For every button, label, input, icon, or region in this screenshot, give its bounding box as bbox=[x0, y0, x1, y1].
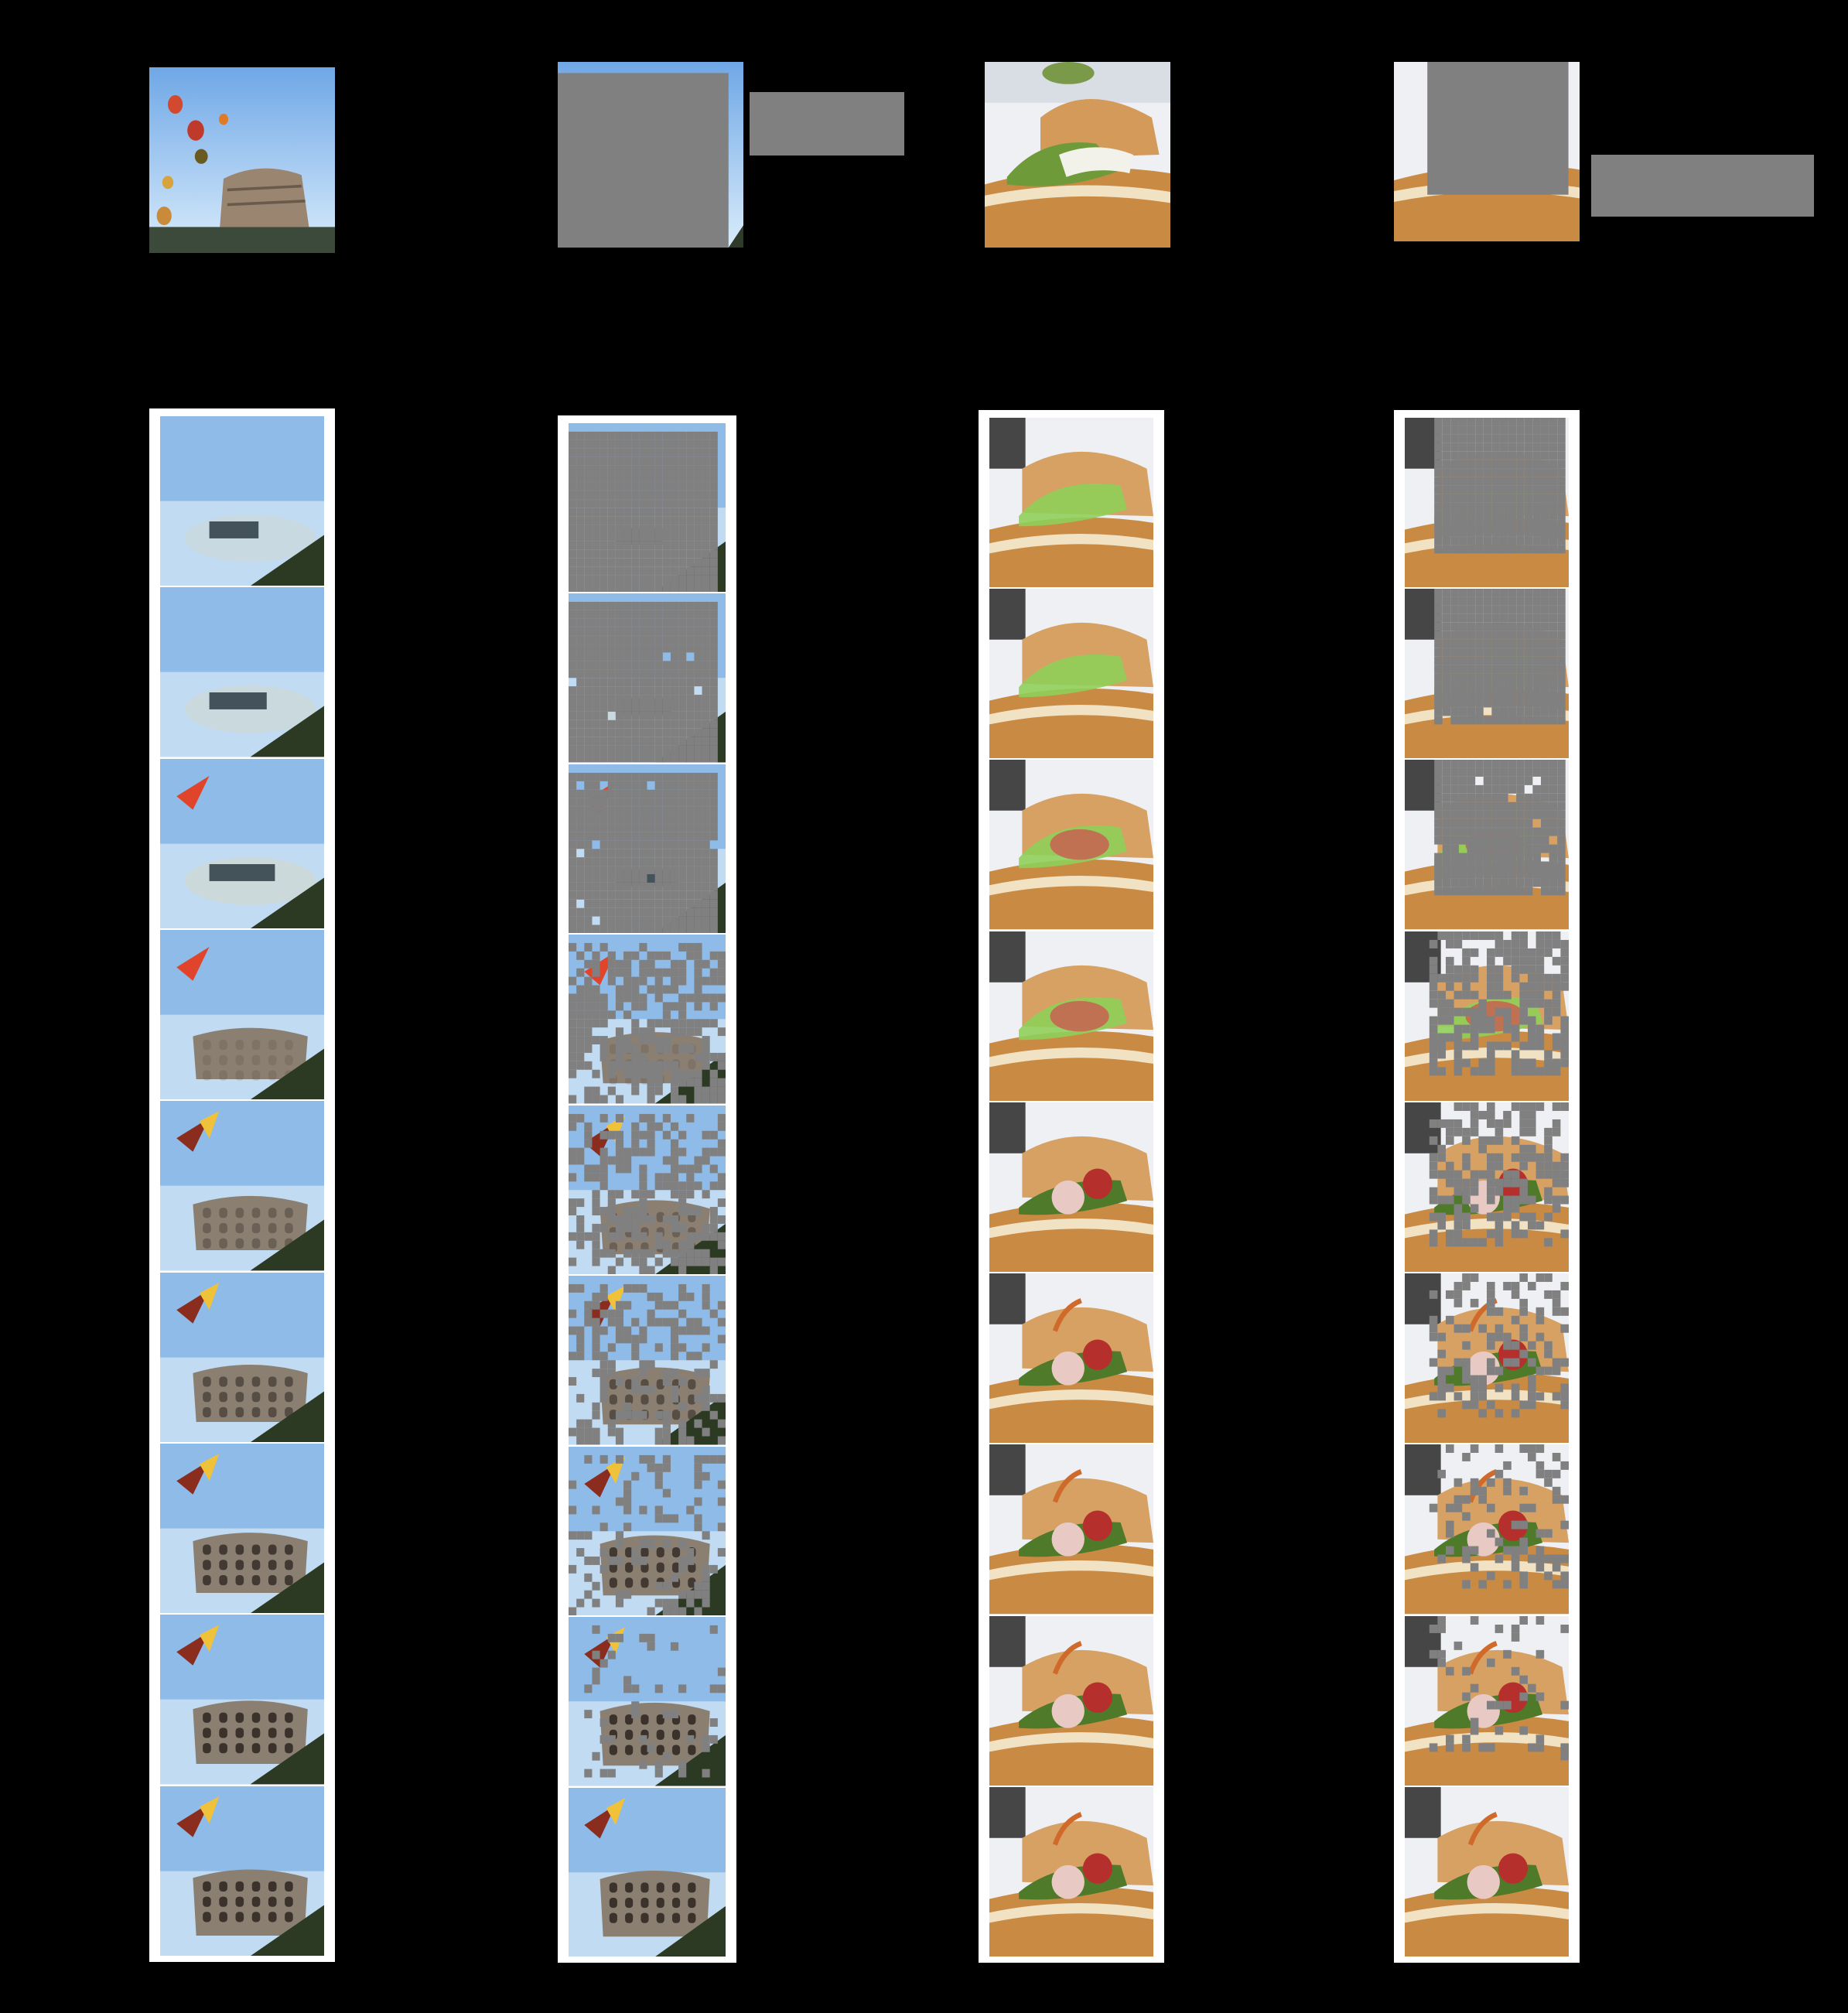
masked-prompt-placeholder-bread bbox=[1591, 155, 1814, 217]
denoising-step-frame bbox=[160, 1786, 324, 1957]
denoising-step-frame bbox=[989, 1786, 1153, 1958]
progression-strip-bread bbox=[979, 410, 1164, 1963]
step-image bbox=[989, 1786, 1153, 1957]
step-image bbox=[160, 1101, 324, 1271]
masked-prompt-placeholder-colosseum bbox=[750, 92, 904, 156]
denoising-step-frame bbox=[569, 1787, 726, 1958]
source-image-colosseum-masked bbox=[558, 62, 743, 248]
denoising-step-frame bbox=[989, 1444, 1153, 1616]
denoising-step-frame bbox=[569, 423, 726, 594]
denoising-step-frame bbox=[989, 1273, 1153, 1445]
step-image bbox=[569, 1105, 726, 1275]
step-image bbox=[160, 930, 324, 1100]
denoising-step-frame bbox=[569, 1446, 726, 1618]
step-image bbox=[989, 931, 1153, 1101]
step-image bbox=[989, 1615, 1153, 1786]
denoising-step-frame bbox=[569, 593, 726, 764]
denoising-step-frame bbox=[989, 418, 1153, 590]
step-image bbox=[160, 1615, 324, 1785]
step-image bbox=[989, 1273, 1153, 1444]
denoising-step-frame bbox=[989, 1102, 1153, 1274]
denoising-step-frame bbox=[569, 1276, 726, 1447]
progression-strip-colosseum bbox=[149, 408, 335, 1962]
step-image bbox=[1405, 1102, 1569, 1273]
step-image bbox=[569, 764, 726, 934]
step-image bbox=[569, 1787, 726, 1957]
denoising-step-frame bbox=[1405, 589, 1569, 760]
source-image-bread-pesto bbox=[985, 62, 1170, 248]
step-image bbox=[1405, 1444, 1569, 1615]
step-image bbox=[1405, 1615, 1569, 1786]
denoising-step-frame bbox=[989, 1615, 1153, 1787]
step-image bbox=[569, 935, 726, 1104]
step-image bbox=[160, 1786, 324, 1956]
denoising-step-frame bbox=[569, 1105, 726, 1276]
step-image bbox=[569, 1276, 726, 1445]
step-image bbox=[160, 1272, 324, 1442]
denoising-step-frame bbox=[1405, 931, 1569, 1102]
denoising-step-frame bbox=[160, 416, 324, 588]
denoising-step-frame bbox=[1405, 1615, 1569, 1787]
denoising-step-frame bbox=[160, 1272, 324, 1444]
step-image bbox=[1405, 1786, 1569, 1957]
step-image bbox=[569, 1446, 726, 1616]
denoising-step-frame bbox=[1405, 1273, 1569, 1445]
source-image-bread-masked bbox=[1394, 62, 1580, 241]
step-image bbox=[160, 1444, 324, 1614]
step-image bbox=[989, 1102, 1153, 1273]
denoising-step-frame bbox=[1405, 1444, 1569, 1616]
step-image bbox=[1405, 1273, 1569, 1444]
step-image bbox=[989, 418, 1153, 588]
step-image bbox=[160, 758, 324, 928]
step-image bbox=[989, 589, 1153, 759]
step-image bbox=[1405, 418, 1569, 588]
denoising-step-frame bbox=[569, 935, 726, 1106]
step-image bbox=[1405, 589, 1569, 759]
denoising-step-frame bbox=[1405, 418, 1569, 590]
denoising-step-frame bbox=[569, 1617, 726, 1788]
denoising-step-frame bbox=[160, 758, 324, 930]
step-image bbox=[1405, 931, 1569, 1101]
denoising-step-frame bbox=[160, 1101, 324, 1273]
denoising-step-frame bbox=[989, 589, 1153, 760]
denoising-step-frame bbox=[160, 930, 324, 1102]
step-image bbox=[160, 416, 324, 586]
step-image bbox=[160, 587, 324, 757]
step-image bbox=[569, 423, 726, 593]
step-image bbox=[569, 1617, 726, 1786]
step-image bbox=[989, 760, 1153, 930]
source-image-colosseum-balloons bbox=[149, 67, 335, 253]
denoising-step-frame bbox=[569, 764, 726, 935]
denoising-step-frame bbox=[989, 760, 1153, 931]
denoising-step-frame bbox=[1405, 1786, 1569, 1958]
step-image bbox=[989, 1444, 1153, 1615]
denoising-step-frame bbox=[160, 1444, 324, 1615]
denoising-step-frame bbox=[160, 1615, 324, 1786]
step-image bbox=[1405, 760, 1569, 930]
progression-strip-colosseum-masked bbox=[558, 415, 736, 1963]
denoising-step-frame bbox=[1405, 1102, 1569, 1274]
step-image bbox=[569, 593, 726, 763]
progression-strip-bread-masked bbox=[1394, 410, 1580, 1963]
denoising-step-frame bbox=[160, 587, 324, 759]
denoising-step-frame bbox=[1405, 760, 1569, 931]
denoising-step-frame bbox=[989, 931, 1153, 1102]
